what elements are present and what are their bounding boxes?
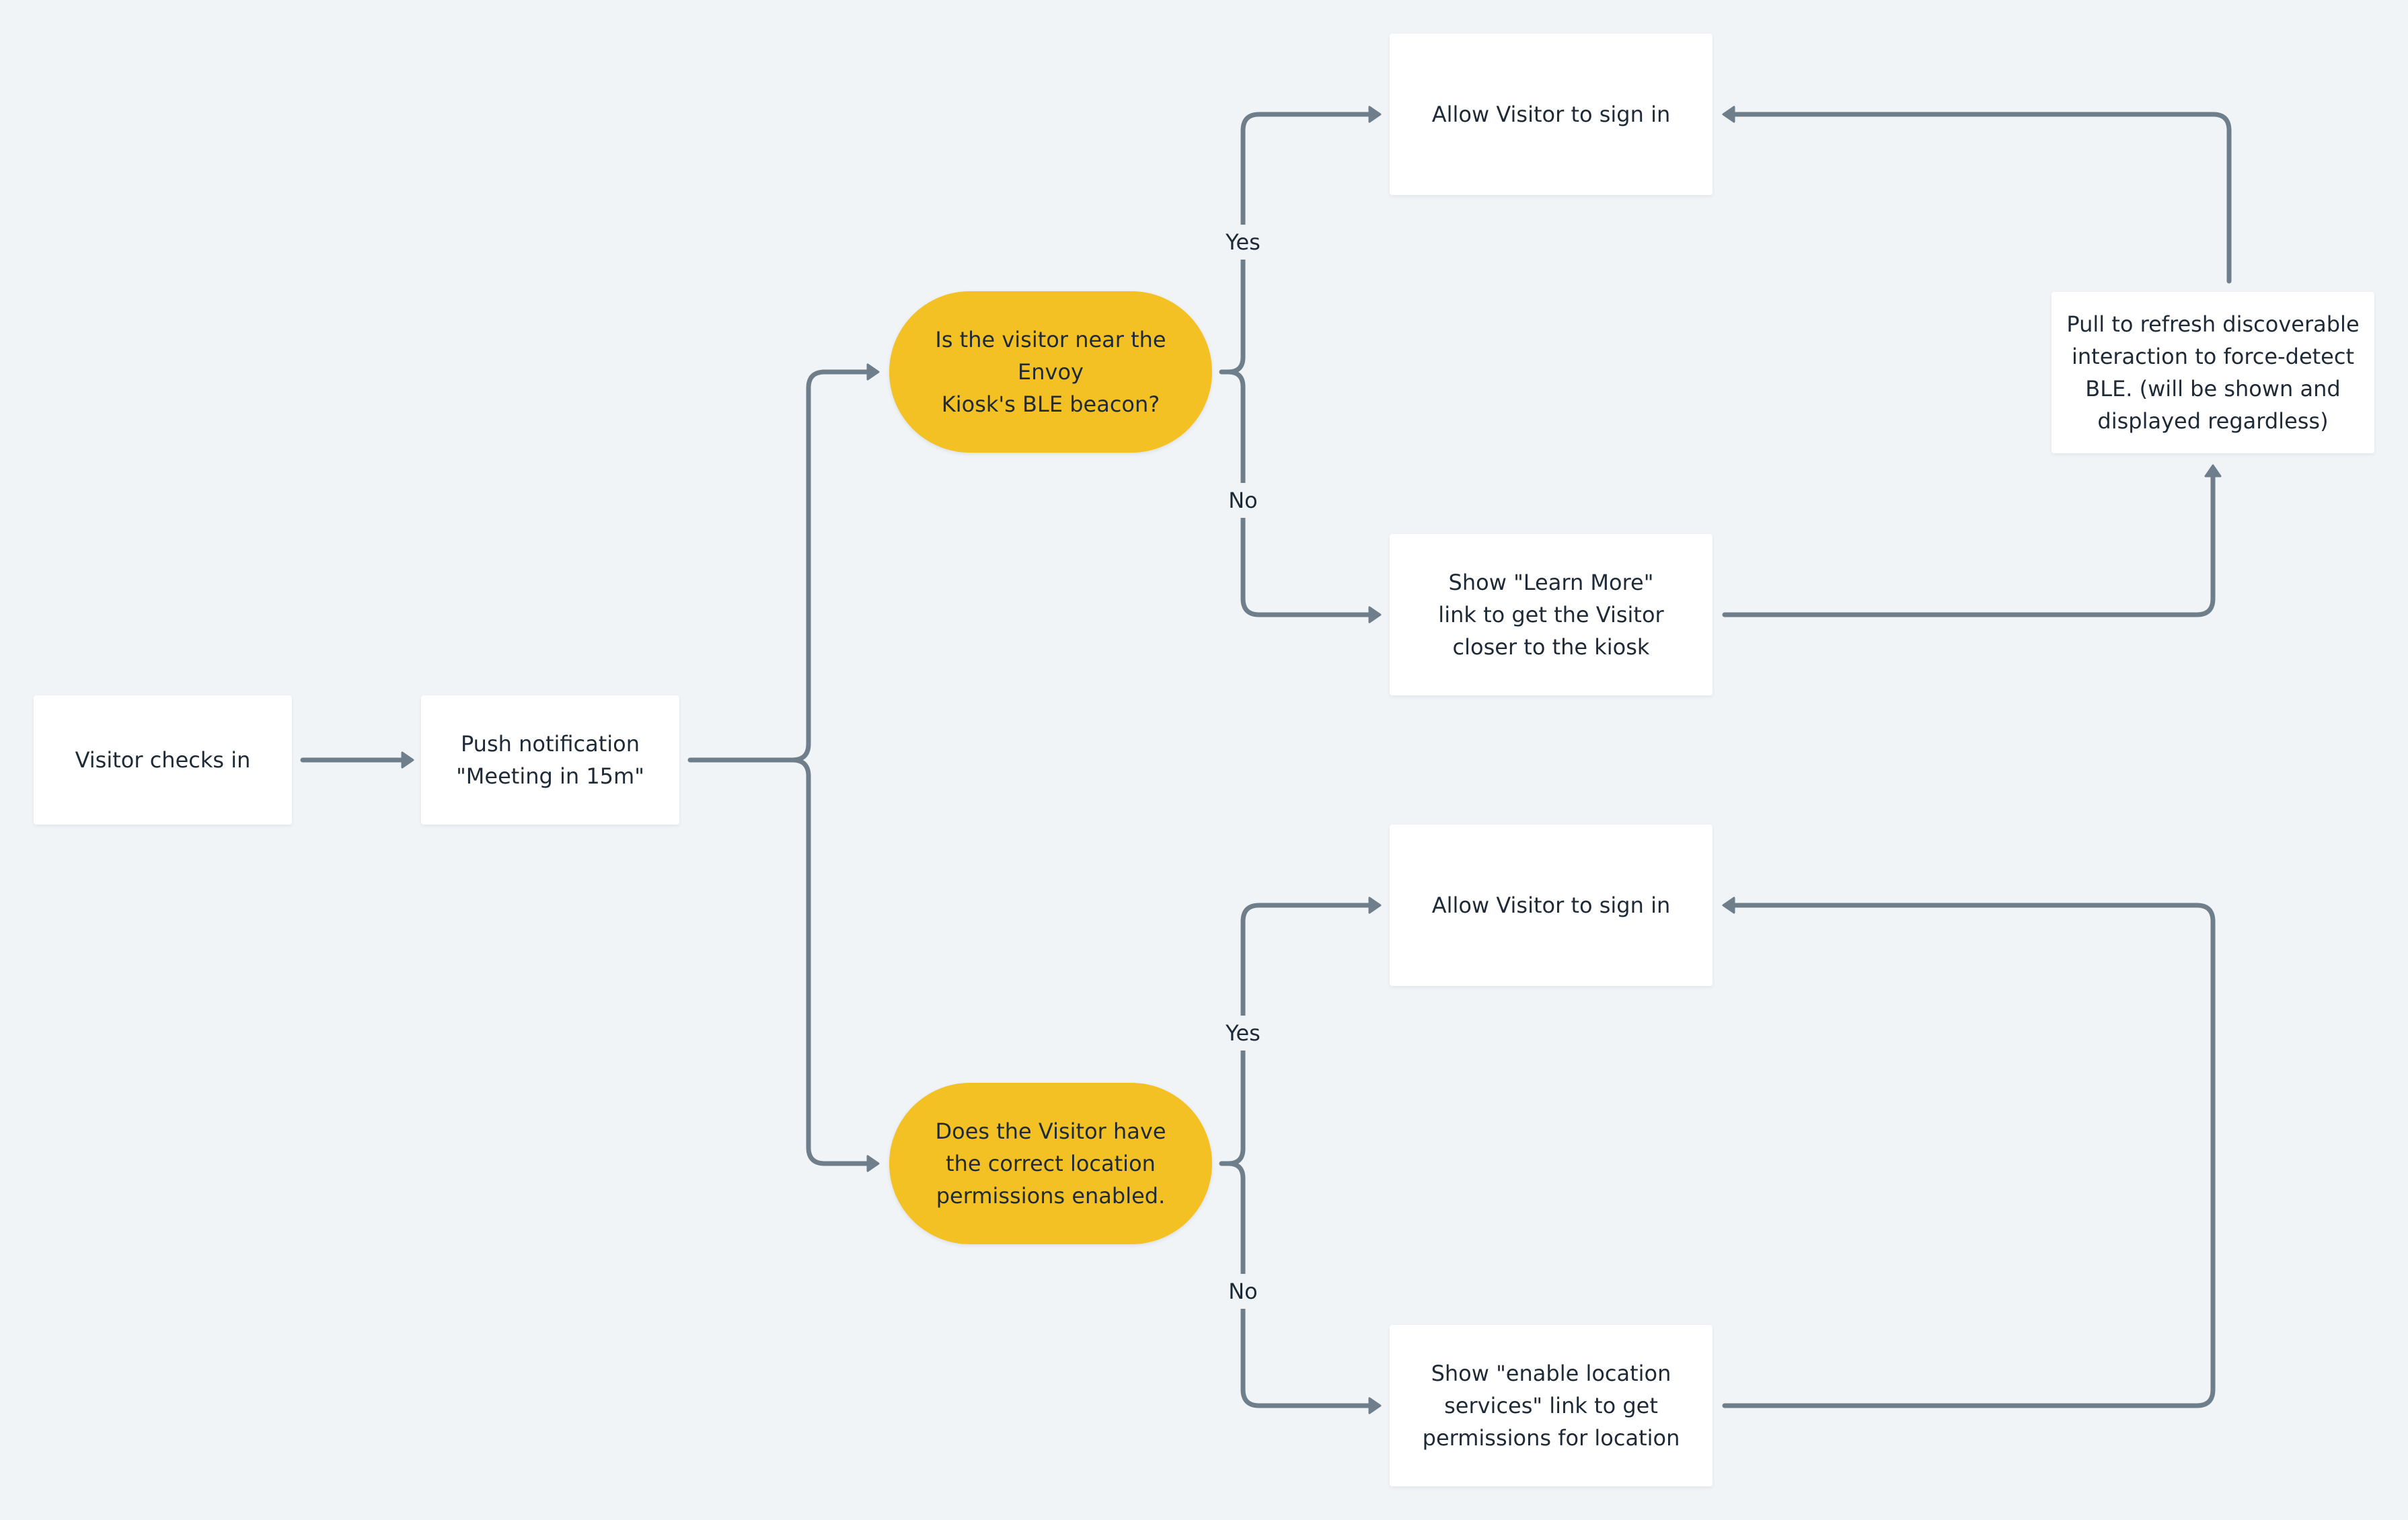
node-learn-more: Show "Learn More" link to get the Visito… [1390,534,1713,695]
edge-label-bottom-no: No [1209,1274,1277,1309]
node-push-notification: Push notification "Meeting in 15m" [421,695,679,825]
connector-split-to-location [790,757,870,1166]
arrowhead-allow-top [1368,106,1382,123]
node-allow-signin-top: Allow Visitor to sign in [1390,34,1713,195]
connector-learnmore-to-refresh [1722,473,2216,617]
node-ble-question: Is the visitor near the Envoy Kiosk's BL… [889,291,1212,453]
node-pull-to-refresh: Pull to refresh discoverable interaction… [2052,292,2374,453]
arrowhead-allow-bottom [1368,897,1382,914]
arrowhead-location-question [866,1155,880,1172]
edge-label-top-yes: Yes [1209,225,1277,260]
arrowhead-ble-question [866,363,880,381]
node-visitor-checks-in: Visitor checks in [34,695,292,825]
connector-push-to-split [687,369,870,763]
arrowhead-allow-bottom-return [1722,897,1735,914]
arrowhead-learn-more [1368,606,1382,623]
connector-refresh-to-allow-top [1731,112,2232,284]
connector-enable-to-allow-bottom [1722,903,2216,1408]
arrowhead-push [401,751,414,769]
node-allow-signin-bottom: Allow Visitor to sign in [1390,825,1713,986]
edge-label-bottom-yes: Yes [1209,1016,1277,1051]
edge-label-top-no: No [1209,483,1277,518]
arrowhead-enable-location [1368,1397,1382,1414]
node-enable-location: Show "enable location services" link to … [1390,1325,1713,1486]
arrowhead-pull-refresh [2204,464,2222,478]
node-location-question: Does the Visitor have the correct locati… [889,1083,1212,1244]
arrowhead-allow-top-return [1722,106,1735,123]
